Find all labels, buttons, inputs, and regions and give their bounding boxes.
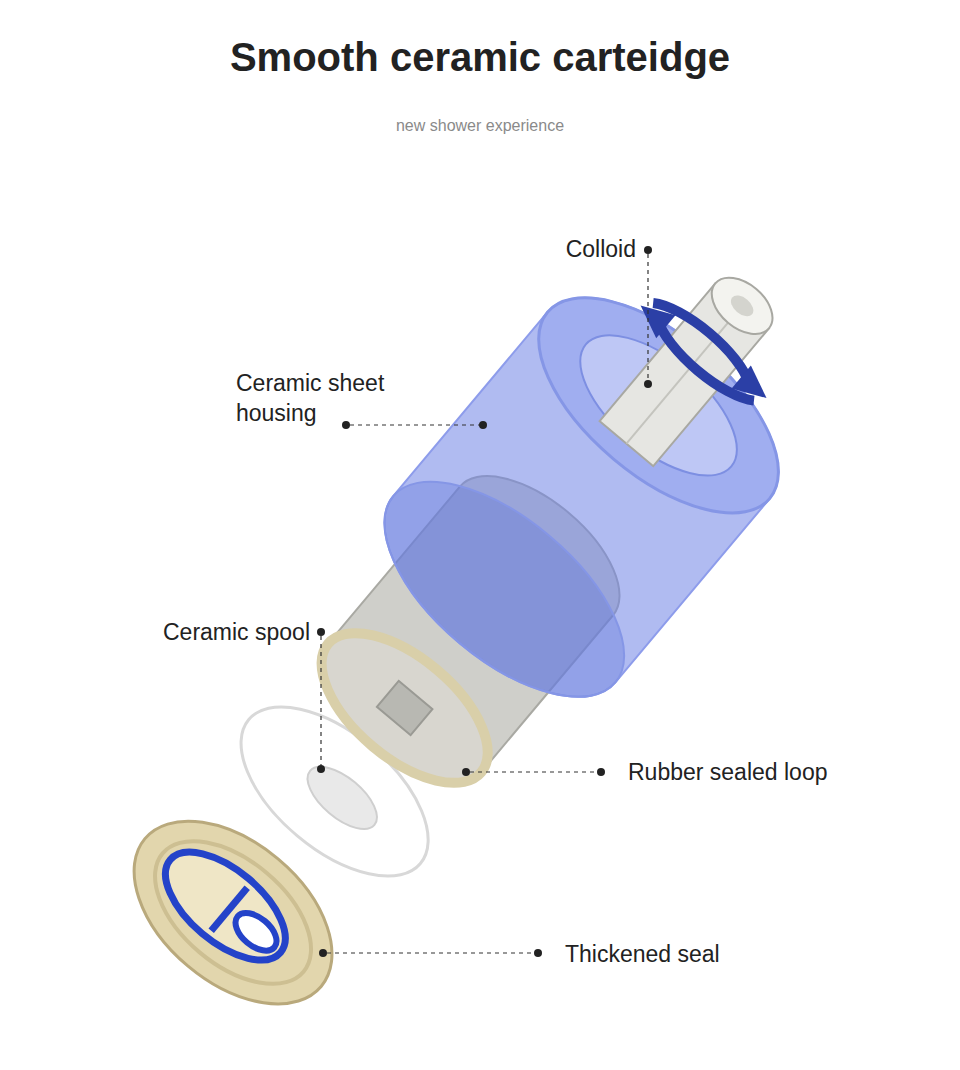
housing-top bbox=[502, 259, 814, 553]
leader-line bbox=[350, 424, 479, 425]
leader-dot bbox=[342, 421, 350, 429]
part-label: Colloid bbox=[566, 234, 636, 264]
leader-line bbox=[470, 771, 597, 772]
leader-line bbox=[327, 952, 534, 953]
leader-dot bbox=[644, 380, 652, 388]
housing-bottom bbox=[348, 442, 660, 736]
spool-square-hole bbox=[377, 681, 433, 735]
leader-line bbox=[320, 636, 321, 765]
leader-line bbox=[647, 254, 648, 380]
leader-dot bbox=[462, 768, 470, 776]
arrow-head bbox=[732, 365, 777, 409]
part-label: Rubber sealed loop bbox=[628, 757, 928, 787]
leader-dot bbox=[479, 421, 487, 429]
part-label: Ceramic spool bbox=[163, 617, 310, 647]
leader-dot bbox=[319, 949, 327, 957]
arrow-head bbox=[631, 294, 676, 338]
stem-edge bbox=[626, 306, 742, 444]
disc-hole bbox=[297, 756, 387, 841]
leader-lines bbox=[321, 254, 648, 953]
subtitle: new shower experience bbox=[0, 116, 960, 136]
leader-dot bbox=[644, 246, 652, 254]
housing-body bbox=[348, 259, 814, 737]
stem-hole bbox=[727, 291, 757, 320]
leader-dot bbox=[317, 765, 325, 773]
blue-seal-loop bbox=[147, 832, 304, 980]
rotate-arrow bbox=[650, 320, 754, 410]
part-label: Thickened seal bbox=[565, 939, 865, 969]
leader-dot bbox=[317, 628, 325, 636]
blue-seal-port bbox=[229, 906, 284, 958]
page-title: Smooth ceramic carteidge bbox=[0, 33, 960, 81]
part-label: Ceramic sheet housing bbox=[236, 368, 401, 428]
exploded-cartridge bbox=[77, 196, 867, 1060]
leader-dot bbox=[597, 768, 605, 776]
leader-dots bbox=[317, 246, 652, 957]
leader-dot bbox=[534, 949, 542, 957]
